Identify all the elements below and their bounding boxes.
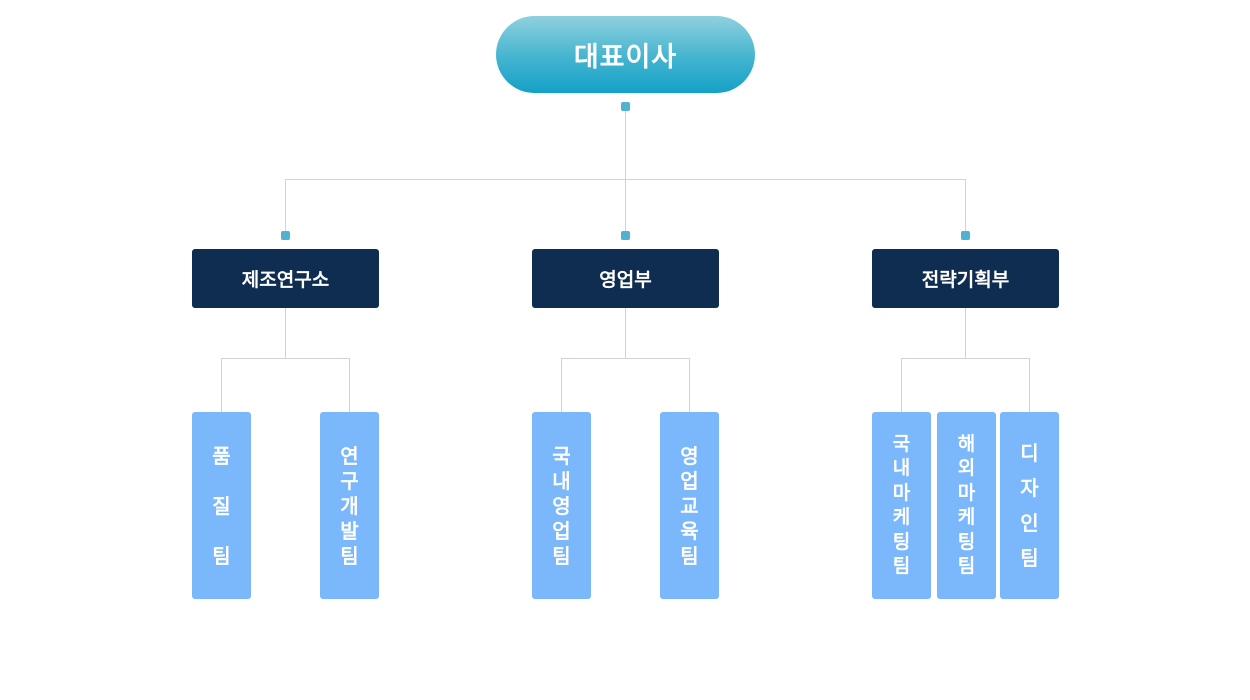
team-label-char: 인 — [1020, 511, 1039, 535]
team4-drop-line — [689, 358, 690, 412]
dept1-drop-line — [285, 179, 286, 235]
dept1-stem-line — [285, 308, 286, 359]
team-label-char: 영 — [552, 493, 571, 518]
team-label-char: 내 — [552, 468, 571, 493]
team-label-char: 해 — [957, 432, 976, 455]
team-label-char: 국 — [552, 443, 571, 468]
team-label-char: 질 — [212, 493, 231, 518]
team-label-char: 영 — [680, 443, 699, 468]
team-label-char: 팀 — [212, 543, 231, 568]
team-label-char: 연 — [340, 443, 359, 468]
team-label-char: 팀 — [1020, 546, 1039, 570]
team-label-char: 디 — [1020, 441, 1039, 465]
team-label-char: 구 — [340, 468, 359, 493]
team-label-char: 자 — [1020, 476, 1039, 500]
team-label-char: 내 — [892, 457, 911, 480]
dept3-stem-line — [965, 308, 966, 359]
team-label-char: 품 — [212, 443, 231, 468]
dept-label: 제조연구소 — [241, 269, 330, 291]
team-label-char: 팀 — [552, 543, 571, 568]
dept3-team-bus-line — [901, 358, 1030, 359]
dept1-team-bus-line — [221, 358, 350, 359]
dept-node-manufacturing-lab: 제조연구소 — [192, 249, 379, 308]
ceo-node: 대표이사 — [496, 16, 755, 93]
team-label-char: 외 — [957, 457, 976, 480]
ceo-stem-line — [625, 106, 626, 180]
team-label-char: 개 — [340, 493, 359, 518]
team1-drop-line — [221, 358, 222, 412]
team-label-char: 팅 — [957, 530, 976, 553]
team-label-char: 업 — [680, 468, 699, 493]
dept-node-strategy-planning: 전략기획부 — [872, 249, 1059, 308]
team-label-char: 마 — [892, 481, 911, 504]
ceo-connector-dot — [621, 102, 630, 111]
dept2-stem-line — [625, 308, 626, 359]
team-label-char: 케 — [892, 506, 911, 529]
team3-drop-line — [561, 358, 562, 412]
team-label-char: 팀 — [680, 543, 699, 568]
team-label-char: 케 — [957, 506, 976, 529]
dept3-connector-dot — [961, 231, 970, 240]
team2-drop-line — [349, 358, 350, 412]
dept2-connector-dot — [621, 231, 630, 240]
team-label-char: 육 — [680, 518, 699, 543]
dept-label: 전략기획부 — [921, 269, 1010, 291]
dept3-drop-line — [965, 179, 966, 235]
team-label-char: 업 — [552, 518, 571, 543]
team5-drop-line — [901, 358, 902, 412]
dept2-team-bus-line — [561, 358, 690, 359]
team-label-char: 팀 — [892, 555, 911, 578]
team7-drop-line — [1029, 358, 1030, 412]
team-label-char: 발 — [340, 518, 359, 543]
dept1-connector-dot — [281, 231, 290, 240]
team-label-char: 팀 — [957, 555, 976, 578]
team-label-char: 국 — [892, 432, 911, 455]
ceo-label: 대표이사 — [573, 42, 678, 73]
dept-label: 영업부 — [599, 269, 652, 291]
dept-node-sales: 영업부 — [532, 249, 719, 308]
team-label-char: 팀 — [340, 543, 359, 568]
team-label-char: 마 — [957, 481, 976, 504]
team-label-char: 팅 — [892, 530, 911, 553]
team-label-char: 교 — [680, 493, 699, 518]
dept2-drop-line — [625, 179, 626, 235]
